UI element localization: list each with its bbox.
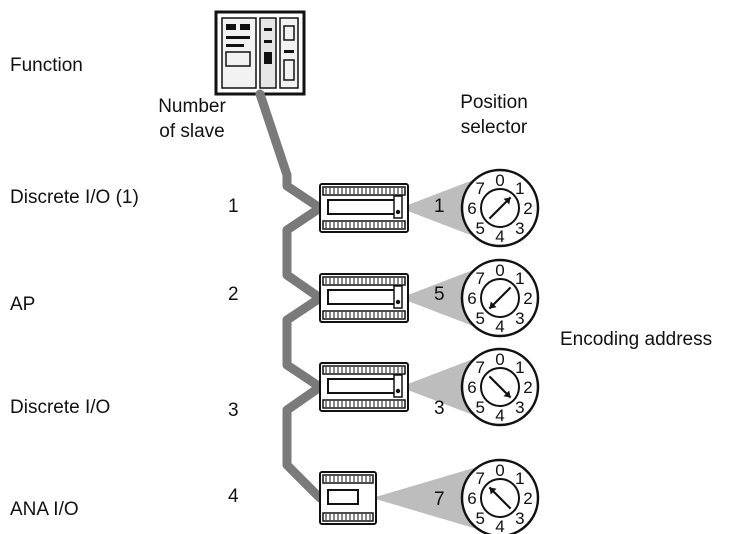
dial-pointer-head xyxy=(489,487,497,495)
dial-digit: 7 xyxy=(475,179,484,198)
dial-pointer-head xyxy=(489,301,497,309)
discrete-module-icon xyxy=(319,183,409,233)
slave-number-row4: 4 xyxy=(228,486,239,507)
dial-digit: 4 xyxy=(495,517,504,534)
dial-digit: 3 xyxy=(515,219,524,238)
dial-digit: 0 xyxy=(495,171,504,190)
function-label-row4: ANA I/O xyxy=(10,499,79,520)
function-label-row3: Discrete I/O xyxy=(10,397,111,418)
dial-digit: 1 xyxy=(515,358,524,377)
dial-digit: 6 xyxy=(467,199,476,218)
dial-digit: 2 xyxy=(523,289,532,308)
dial-digit: 3 xyxy=(515,309,524,328)
function-label-row2: AP xyxy=(10,294,36,315)
encoding-address-label: Encoding address xyxy=(560,329,713,350)
dial-digit: 0 xyxy=(495,261,504,280)
dial-digit: 5 xyxy=(475,219,484,238)
dial-digit: 6 xyxy=(467,289,476,308)
dial-digit: 7 xyxy=(475,269,484,288)
dial-digit: 0 xyxy=(495,350,504,369)
dial-digit: 7 xyxy=(475,469,484,488)
dial-digit: 4 xyxy=(495,317,504,336)
slave-number-header-line1: Number xyxy=(158,96,226,117)
dial-digit: 3 xyxy=(515,398,524,417)
discrete-module-icon xyxy=(319,362,409,412)
dial-digit: 2 xyxy=(523,378,532,397)
dial-digit: 6 xyxy=(467,489,476,508)
dial-digit: 3 xyxy=(515,509,524,528)
dial-digit: 1 xyxy=(515,269,524,288)
function-label-row1: Discrete I/O (1) xyxy=(10,187,139,208)
dial-digit: 4 xyxy=(495,227,504,246)
dial-pointer-head xyxy=(503,197,511,205)
dial-digit: 7 xyxy=(475,358,484,377)
master-controller-icon xyxy=(214,10,306,96)
dial-digit: 0 xyxy=(495,461,504,480)
slave-number-header: Number of slave xyxy=(146,94,238,144)
dial-digit: 4 xyxy=(495,406,504,425)
discrete-module-icon xyxy=(319,273,409,323)
dial-digit: 5 xyxy=(475,398,484,417)
slave-number-row3: 3 xyxy=(228,400,239,421)
address-row4: 7 xyxy=(434,489,445,510)
address-row1: 1 xyxy=(434,196,445,217)
address-row2: 5 xyxy=(434,284,445,305)
selector-callout xyxy=(372,462,494,534)
address-row3: 3 xyxy=(434,398,445,419)
position-selector-header-line1: Position xyxy=(460,92,528,113)
bus-cable xyxy=(255,89,325,503)
dial-digit: 5 xyxy=(475,509,484,528)
dial-digit: 6 xyxy=(467,378,476,397)
dial-pointer-head xyxy=(503,390,511,398)
dial-digit: 2 xyxy=(523,199,532,218)
position-selector-header-line2: selector xyxy=(460,117,528,138)
function-header: Function xyxy=(10,55,83,76)
dial-digit: 1 xyxy=(515,469,524,488)
position-selector-header: Position selector xyxy=(446,90,542,140)
dial-digit: 5 xyxy=(475,309,484,328)
analog-module-icon xyxy=(319,471,377,525)
dial-digit: 2 xyxy=(523,489,532,508)
slave-number-header-line2: of slave xyxy=(159,121,225,142)
slave-number-row2: 2 xyxy=(228,284,239,305)
slave-number-row1: 1 xyxy=(228,196,239,217)
dial-digit: 1 xyxy=(515,179,524,198)
